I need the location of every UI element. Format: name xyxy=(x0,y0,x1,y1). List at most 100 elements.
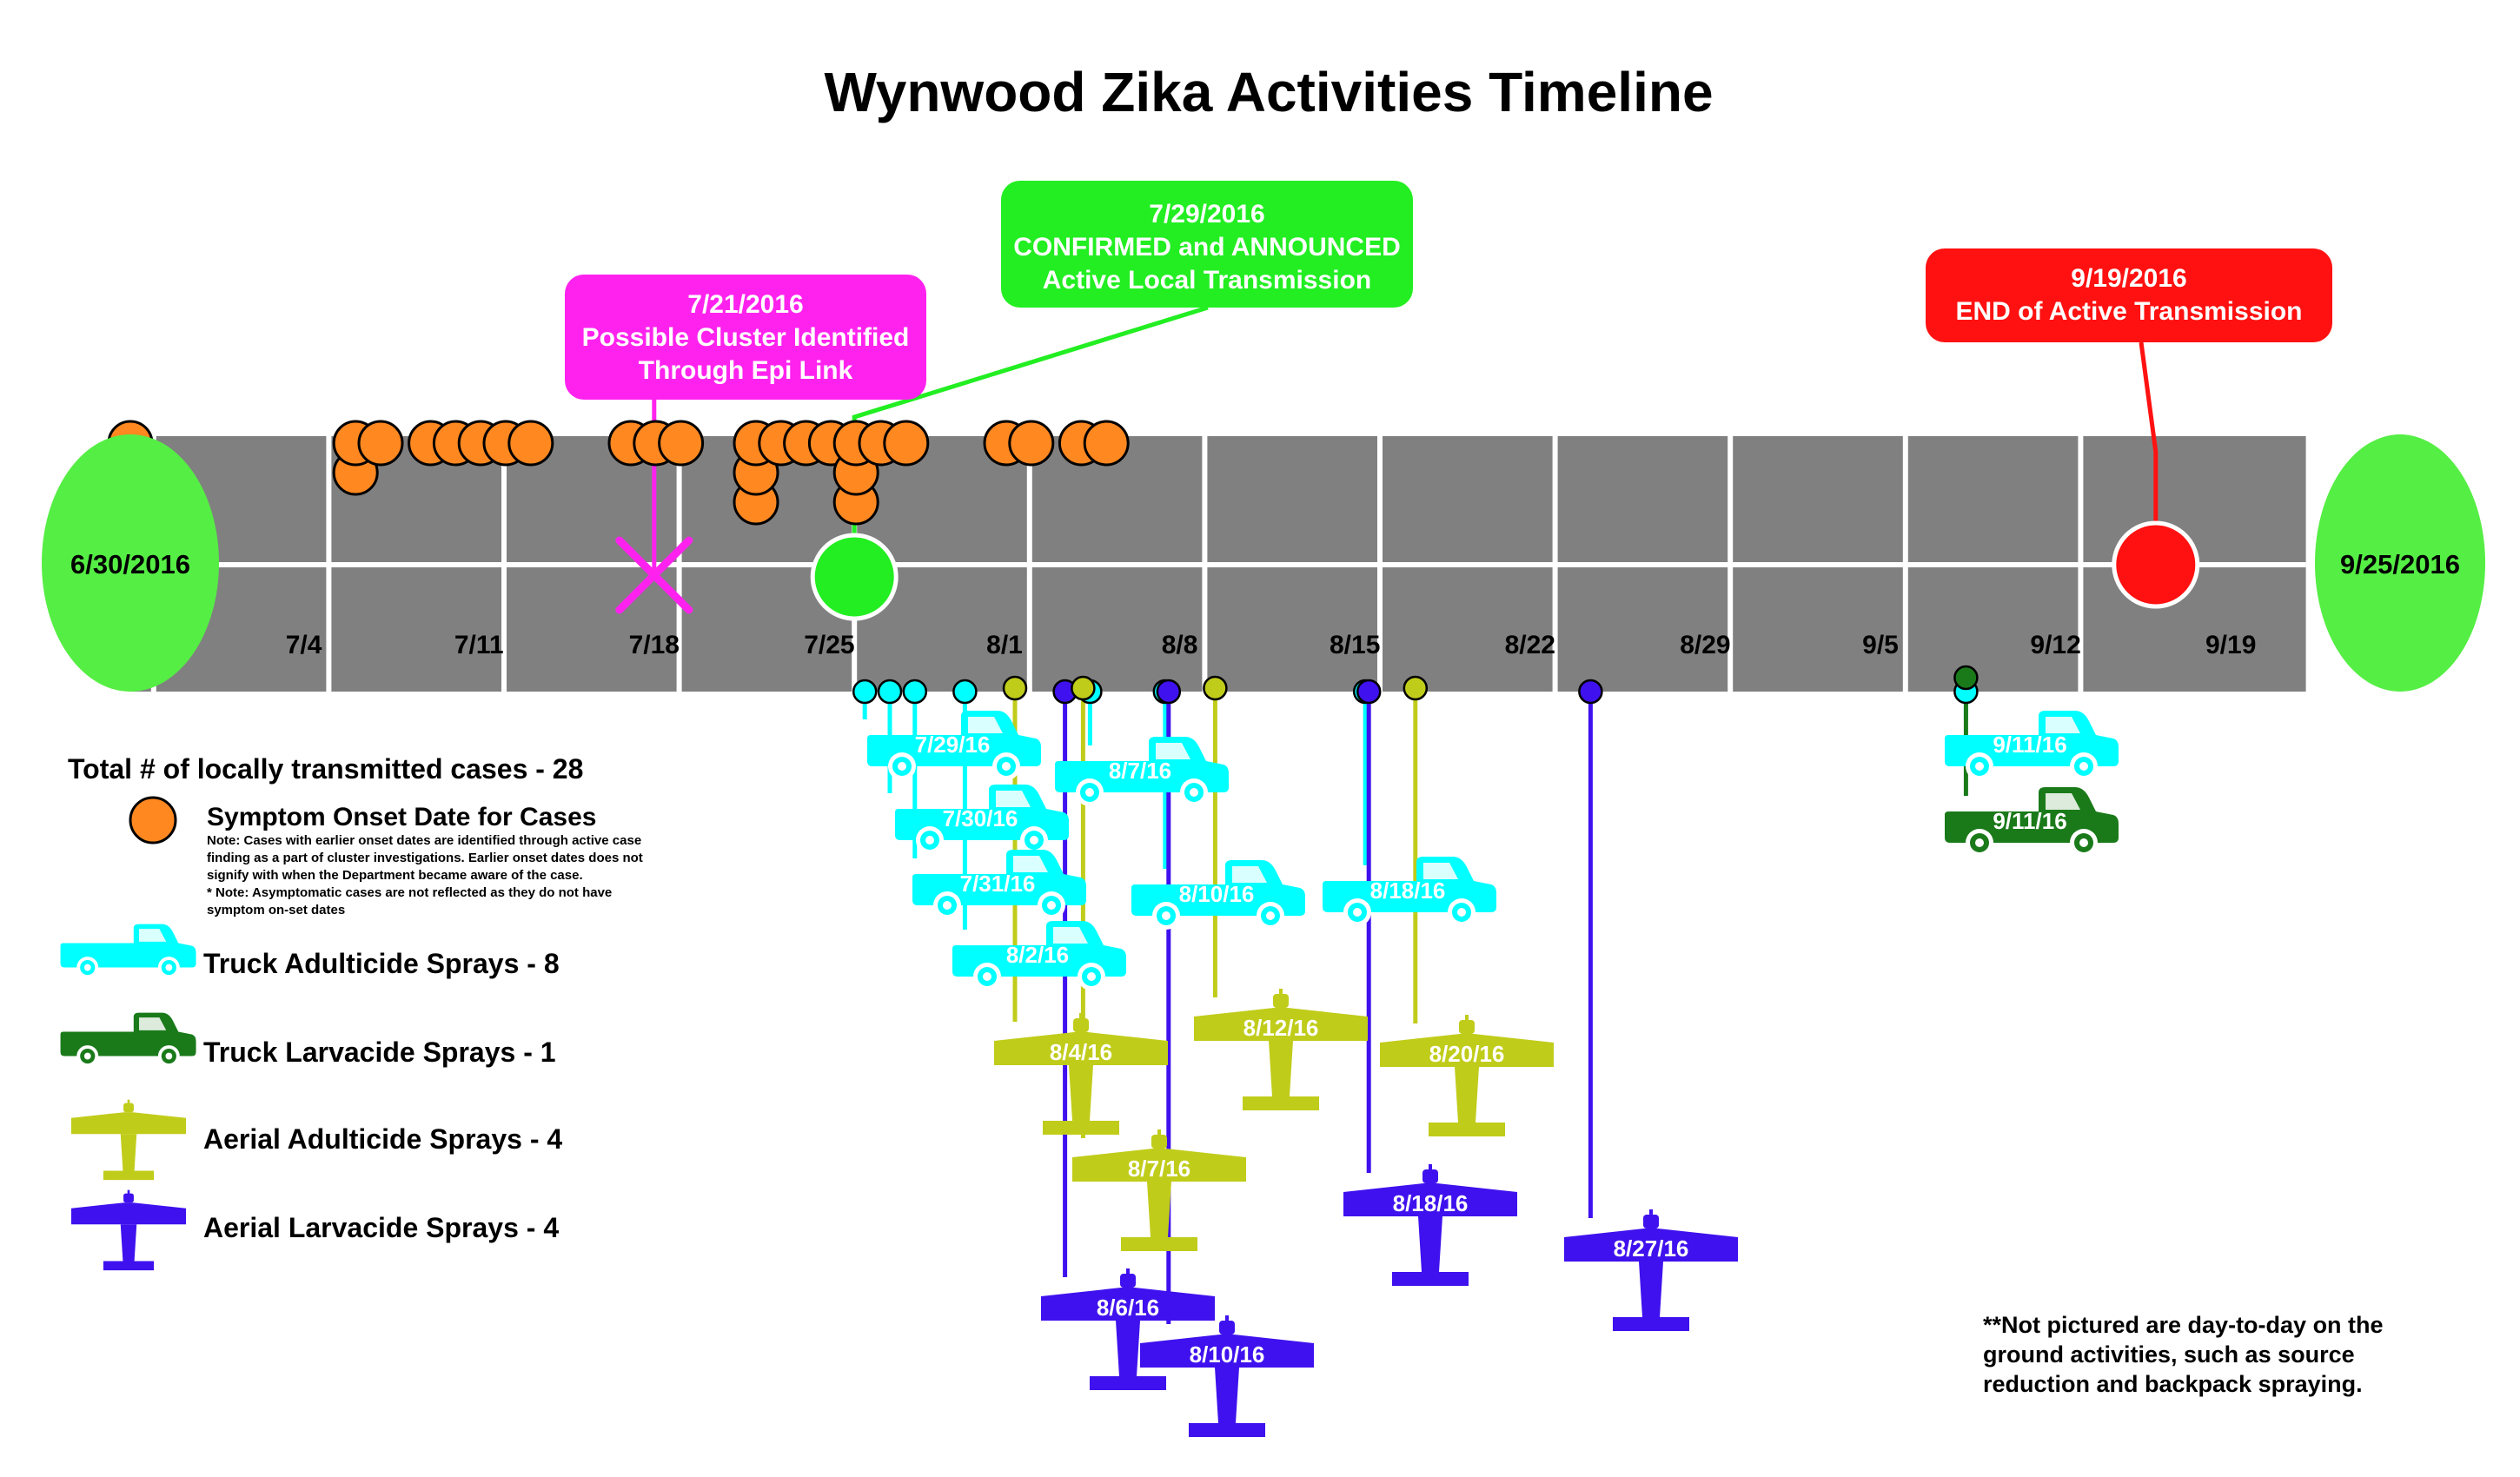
truck-icon: 9/11/16 xyxy=(1945,711,2119,780)
spray-date-label: 8/7/16 xyxy=(1128,1156,1190,1182)
cluster-cross-stroke-b xyxy=(615,536,693,614)
plane-icon: 8/18/16 xyxy=(1343,1164,1517,1286)
legend-note-line-5: symptom on-set dates xyxy=(207,903,345,917)
week-tick-label: 8/8 xyxy=(1162,631,1198,659)
legend-symptom: Symptom Onset Date for Cases xyxy=(207,803,596,831)
spray-date-label: 9/11/16 xyxy=(1993,808,2066,834)
case-dot xyxy=(357,420,404,467)
truck-icon: 8/2/16 xyxy=(952,921,1126,990)
week-tick-label: 9/12 xyxy=(2030,631,2080,659)
spray-date-label: 7/29/16 xyxy=(915,732,991,758)
confirmed-marker xyxy=(810,533,899,621)
spray-date-label: 8/4/16 xyxy=(1050,1039,1112,1065)
week-tick-label: 9/19 xyxy=(2205,631,2256,659)
spray-date-label: 8/18/16 xyxy=(1370,878,1446,904)
callout-cluster-box xyxy=(565,275,926,400)
footnote-line-3: reduction and backpack spraying. xyxy=(1983,1371,2363,1397)
week-tick-label: 8/22 xyxy=(1505,631,1555,659)
plane-icon: 8/7/16 xyxy=(1072,1129,1246,1251)
spray-track-dot xyxy=(1578,679,1603,705)
spray-date-label: 7/31/16 xyxy=(960,871,1036,897)
spray-track-dot xyxy=(1002,675,1028,701)
spray-events: 7/29/16 7/30/16 7/31/16 8/2/16 8/4/16 8/6/16 8… xyxy=(852,665,2119,1437)
case-dot xyxy=(507,420,554,467)
callout-cluster-line3: Through Epi Link xyxy=(639,356,853,385)
spray-track-dot xyxy=(1356,679,1382,705)
spray-track-dot xyxy=(1953,665,1979,691)
plane-shape xyxy=(1564,1209,1738,1331)
spray-track-dot xyxy=(1156,679,1182,705)
spray-track-dot xyxy=(902,679,928,705)
callout-cluster-date: 7/21/2016 xyxy=(687,290,803,319)
truck-icon: 7/31/16 xyxy=(912,850,1086,919)
spray-date-label: 8/6/16 xyxy=(1097,1295,1159,1321)
spray-date-label: 9/11/16 xyxy=(1993,732,2066,758)
spray-track-dot xyxy=(877,679,903,705)
week-tick-label: 7/18 xyxy=(629,631,680,659)
week-tick-label: 7/25 xyxy=(804,631,854,659)
case-dot xyxy=(658,420,705,467)
spray-date-label: 8/7/16 xyxy=(1109,758,1171,784)
legend-total: Total # of locally transmitted cases - 2… xyxy=(68,753,583,785)
callout-end-box xyxy=(1926,248,2332,342)
week-tick-label: 7/11 xyxy=(454,631,504,659)
callout-confirmed-date: 7/29/2016 xyxy=(1149,200,1264,229)
spray-date-label: 8/27/16 xyxy=(1614,1235,1689,1262)
legend: Total # of locally transmitted cases - 2… xyxy=(60,753,643,1271)
legend-note-line-2: finding as a part of cluster investigati… xyxy=(207,851,643,865)
start-cap xyxy=(42,434,219,692)
plane-icon: 8/4/16 xyxy=(994,1013,1168,1135)
plane-shape xyxy=(1072,1129,1246,1251)
callout-end: 9/19/2016 END of Active Transmission xyxy=(1926,248,2332,342)
end-date-label: 9/25/2016 xyxy=(2340,549,2460,580)
week-tick-label: 8/29 xyxy=(1680,631,1730,659)
footnote: **Not pictured are day-to-day on the gro… xyxy=(1983,1312,2384,1397)
plane-shape xyxy=(1380,1015,1554,1136)
end-cap xyxy=(2315,434,2485,692)
legend-note-line-4: * Note: Asymptomatic cases are not refle… xyxy=(207,885,612,900)
callout-confirmed-line2: CONFIRMED and ANNOUNCED xyxy=(1013,233,1401,262)
timeline-markers: 6/30/2016 9/25/2016 xyxy=(42,434,2485,692)
legend-aerial-larvacide-icon xyxy=(71,1189,186,1271)
spray-date-label: 8/18/16 xyxy=(1393,1190,1469,1216)
legend-truck-adulticide-icon xyxy=(60,924,196,979)
plane-icon: 8/12/16 xyxy=(1194,989,1368,1110)
week-tick-label: 9/5 xyxy=(1862,631,1899,659)
case-dot xyxy=(1083,420,1130,467)
plane-shape xyxy=(994,1013,1168,1135)
footnote-line-1: **Not pictured are day-to-day on the xyxy=(1983,1312,2384,1338)
page-title: Wynwood Zika Activities Timeline xyxy=(824,61,1713,123)
callout-confirmed-box xyxy=(1001,181,1413,308)
truck-icon: 9/11/16 xyxy=(1945,787,2119,857)
legend-aerial-adulticide-icon xyxy=(71,1099,186,1181)
legend-note-line-1: Note: Cases with earlier onset dates are… xyxy=(207,833,641,848)
callout-end-line2: END of Active Transmission xyxy=(1956,297,2303,326)
legend-aerial-larvacide: Aerial Larvacide Sprays - 4 xyxy=(203,1212,559,1243)
spray-date-label: 8/2/16 xyxy=(1006,942,1069,968)
week-tick-label: 8/15 xyxy=(1330,631,1380,659)
plane-shape xyxy=(1194,989,1368,1110)
timeline-track xyxy=(129,436,2306,692)
start-date-label: 6/30/2016 xyxy=(70,549,190,580)
spray-track-dot xyxy=(952,679,978,705)
plane-shape xyxy=(1343,1164,1517,1286)
callout-confirmed: 7/29/2016 CONFIRMED and ANNOUNCED Active… xyxy=(1001,181,1413,308)
plane-icon: 8/10/16 xyxy=(1140,1315,1314,1437)
case-dot xyxy=(1008,420,1055,467)
truck-icon: 8/7/16 xyxy=(1055,737,1229,806)
footnote-line-2: ground activities, such as source xyxy=(1983,1341,2355,1368)
legend-aerial-adulticide: Aerial Adulticide Sprays - 4 xyxy=(203,1123,562,1155)
legend-case-swatch xyxy=(129,796,177,844)
truck-icon: 7/29/16 xyxy=(867,711,1041,780)
legend-truck-larvacide: Truck Larvacide Sprays - 1 xyxy=(203,1037,556,1068)
spray-date-label: 8/10/16 xyxy=(1190,1341,1265,1368)
plane-shape xyxy=(1041,1268,1215,1390)
truck-icon: 7/30/16 xyxy=(895,785,1069,854)
truck-icon: 8/10/16 xyxy=(1131,860,1305,930)
legend-truck-larvacide-icon xyxy=(60,1012,196,1068)
plane-icon: 8/20/16 xyxy=(1380,1015,1554,1136)
callout-cluster-line2: Possible Cluster Identified xyxy=(582,323,910,352)
plane-icon: 8/6/16 xyxy=(1041,1268,1215,1390)
spray-track-dot xyxy=(1071,675,1096,701)
